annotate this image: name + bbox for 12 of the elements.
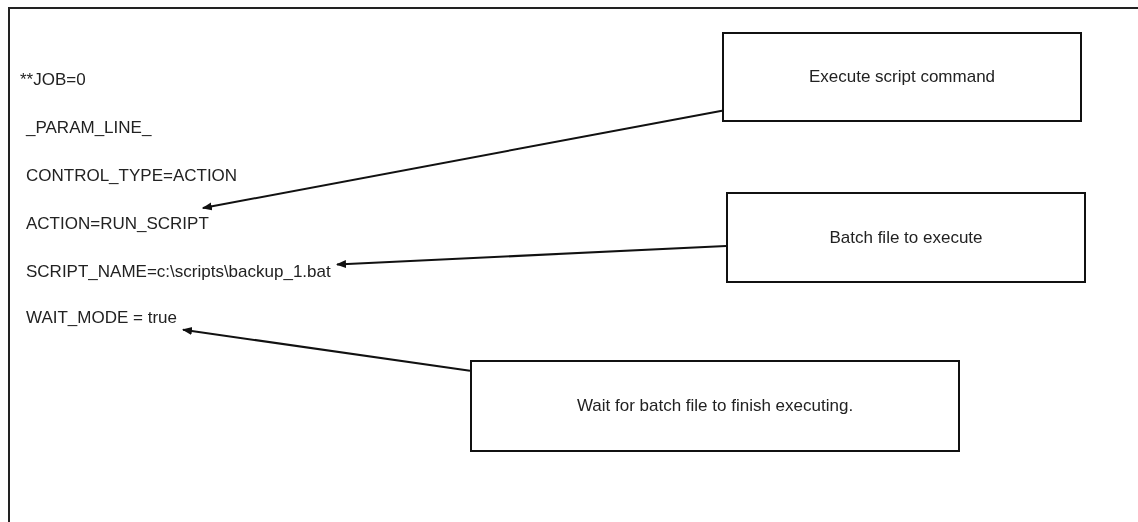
callout-box: Batch file to execute [726,192,1086,283]
config-line: ACTION=RUN_SCRIPT [26,214,209,234]
config-line: SCRIPT_NAME=c:\scripts\backup_1.bat [26,262,331,282]
callout-box: Execute script command [722,32,1082,122]
config-line: WAIT_MODE = true [26,308,177,328]
config-line: CONTROL_TYPE=ACTION [26,166,238,186]
config-line: _PARAM_LINE_ [26,118,152,138]
config-line: **JOB=0 [20,70,86,90]
arrow [201,109,723,211]
arrow [336,245,727,269]
arrow [182,327,471,372]
callout-box: Wait for batch file to finish executing. [470,360,960,452]
